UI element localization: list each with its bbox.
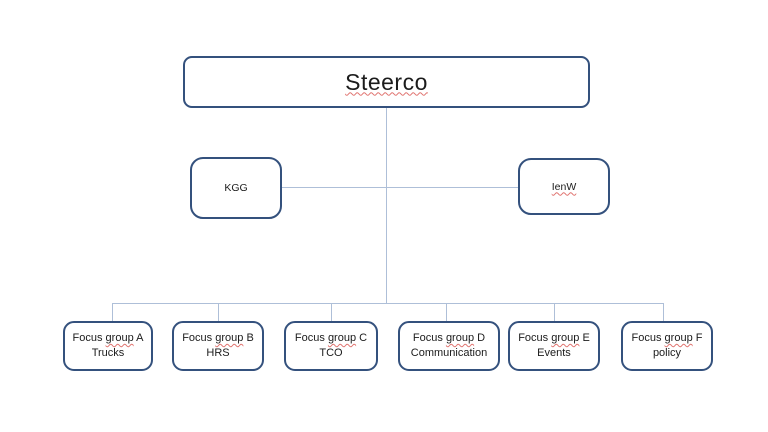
label-part-word: group xyxy=(551,332,580,344)
focus-group-d-topic: Communication xyxy=(410,347,488,359)
steerco-box: Steerco xyxy=(183,56,590,108)
connector-drop-a xyxy=(112,303,113,321)
focus-group-b-topic: HRS xyxy=(206,347,230,359)
focus-group-a-title: Focus group A xyxy=(73,331,144,346)
focus-group-d-box: Focus group D Communication xyxy=(398,321,500,371)
connector-drop-b xyxy=(218,303,219,321)
connector-drop-f xyxy=(663,303,664,321)
focus-group-f-topic: policy xyxy=(652,347,682,359)
label-part-word: group xyxy=(664,332,693,344)
label-part-prefix: Focus xyxy=(518,332,549,344)
focus-group-b-box: Focus group B HRS xyxy=(172,321,264,371)
label-part-prefix: Focus xyxy=(182,332,213,344)
focus-group-b-title: Focus group B xyxy=(182,331,254,346)
steerco-label: Steerco xyxy=(345,68,428,95)
kgg-label: KGG xyxy=(224,182,248,194)
connector-bottom-rail xyxy=(112,303,663,304)
focus-group-f-title: Focus group F xyxy=(632,331,703,346)
kgg-box: KGG xyxy=(190,157,282,219)
label-part-suffix: E xyxy=(582,332,590,344)
label-part-suffix: F xyxy=(695,332,703,344)
focus-group-c-box: Focus group C TCO xyxy=(284,321,378,371)
label-part-prefix: Focus xyxy=(294,332,325,344)
focus-group-e-title: Focus group E xyxy=(518,331,590,346)
focus-group-a-box: Focus group A Trucks xyxy=(63,321,153,371)
label-part-word: group xyxy=(327,332,357,344)
label-part-suffix: B xyxy=(246,332,254,344)
focus-group-e-box: Focus group E Events xyxy=(508,321,600,371)
label-part-suffix: C xyxy=(359,332,368,344)
focus-group-c-topic: TCO xyxy=(319,347,343,359)
label-part-word: group xyxy=(105,332,134,344)
label-part-prefix: Focus xyxy=(72,332,103,344)
label-part-word: group xyxy=(445,332,475,344)
connector-drop-e xyxy=(554,303,555,321)
ienw-box: IenW xyxy=(518,158,610,215)
focus-group-d-title: Focus group D xyxy=(413,331,485,346)
connector-drop-c xyxy=(331,303,332,321)
connector-steerco-vertical xyxy=(386,108,387,304)
label-part-prefix: Focus xyxy=(412,332,443,344)
focus-group-c-title: Focus group C xyxy=(295,331,367,346)
connector-drop-d xyxy=(446,303,447,321)
ienw-label: IenW xyxy=(551,180,577,193)
label-part-word: group xyxy=(215,332,244,344)
label-part-prefix: Focus xyxy=(631,332,662,344)
label-part-suffix: A xyxy=(136,332,144,344)
focus-group-e-topic: Events xyxy=(537,347,571,359)
connector-kgg-ienw xyxy=(282,187,518,188)
label-part-suffix: D xyxy=(477,332,486,344)
focus-group-f-box: Focus group F policy xyxy=(621,321,713,371)
focus-group-a-topic: Trucks xyxy=(91,347,125,359)
